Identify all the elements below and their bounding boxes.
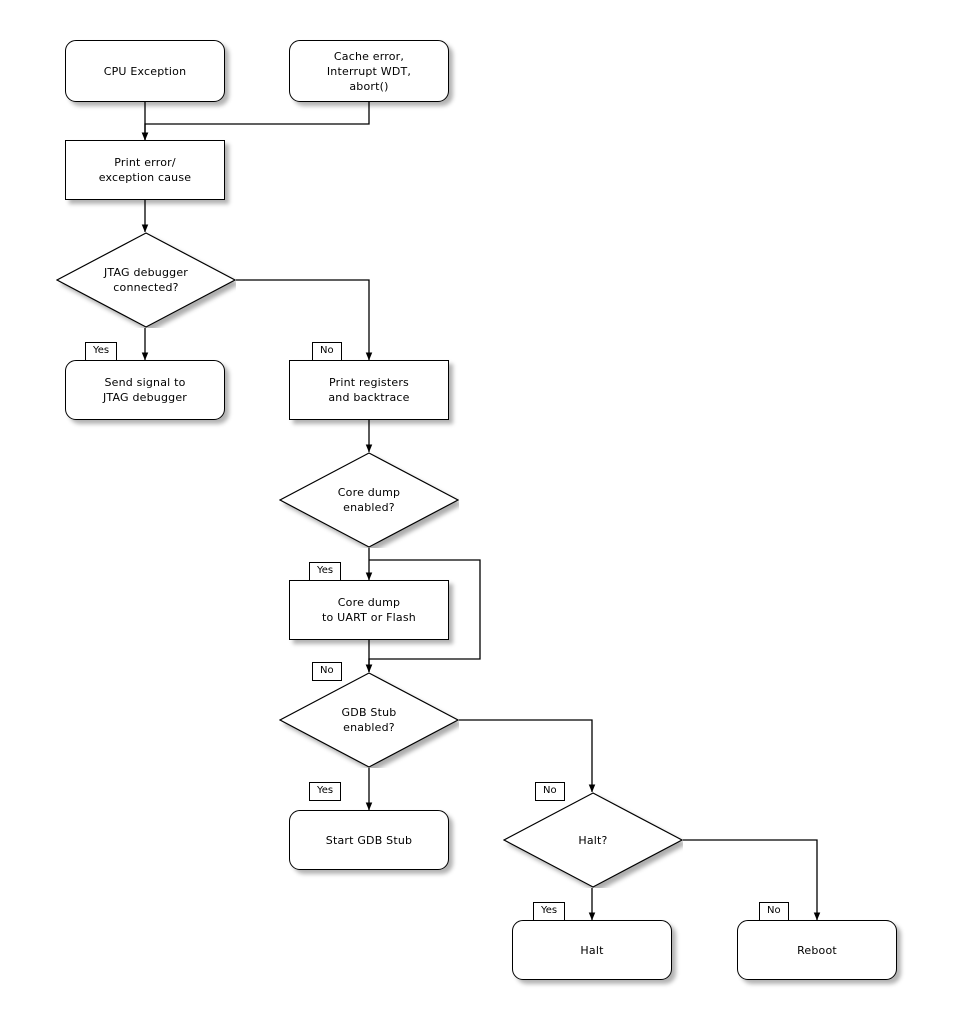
node-label-start_gdb_stub: Start GDB Stub bbox=[325, 833, 413, 847]
node-halt_decision: Halt? bbox=[503, 792, 683, 888]
node-cache_error: Cache error, Interrupt WDT, abort() bbox=[289, 40, 449, 102]
node-label-halt_decision: Halt? bbox=[578, 833, 608, 847]
edge-e-cache-to-print bbox=[141, 102, 370, 141]
edge-e-halt-no bbox=[683, 839, 821, 921]
edge-label-halt_yes: Yes bbox=[533, 902, 566, 921]
edge-e-gdb-no bbox=[459, 719, 596, 793]
node-reboot: Reboot bbox=[737, 920, 897, 980]
edge-label-jtag_no: No bbox=[312, 342, 342, 361]
node-label-cache_error: Cache error, Interrupt WDT, abort() bbox=[326, 49, 412, 93]
edge-label-jtag_yes: Yes bbox=[85, 342, 118, 361]
node-gdb_stub_enabled: GDB Stub enabled? bbox=[279, 672, 459, 768]
edge-label-gdbstub_yes: Yes bbox=[309, 782, 342, 801]
edge-e-jtag-no bbox=[236, 279, 373, 361]
node-jtag_connected: JTAG debugger connected? bbox=[56, 232, 236, 328]
edge-label-halt_no: No bbox=[759, 902, 789, 921]
node-send_signal: Send signal to JTAG debugger bbox=[65, 360, 225, 420]
edge-label-gdbstub_no: No bbox=[535, 782, 565, 801]
node-label-core_dump_enabled: Core dump enabled? bbox=[337, 486, 401, 514]
node-label-halt: Halt bbox=[580, 943, 604, 957]
node-label-print_error: Print error/ exception cause bbox=[98, 156, 192, 184]
node-cpu_exception: CPU Exception bbox=[65, 40, 225, 102]
node-label-print_registers: Print registers and backtrace bbox=[328, 376, 410, 404]
node-core_dump_enabled: Core dump enabled? bbox=[279, 452, 459, 548]
diamond-shape bbox=[56, 232, 236, 328]
node-label-cpu_exception: CPU Exception bbox=[103, 64, 187, 78]
diamond-shape bbox=[279, 452, 459, 548]
node-label-core_dump_write: Core dump to UART or Flash bbox=[322, 596, 416, 624]
node-label-send_signal: Send signal to JTAG debugger bbox=[102, 376, 188, 404]
node-halt: Halt bbox=[512, 920, 672, 980]
node-label-gdb_stub_enabled: GDB Stub enabled? bbox=[341, 706, 397, 734]
diamond-shape bbox=[503, 792, 683, 888]
node-print_error: Print error/ exception cause bbox=[65, 140, 225, 200]
node-core_dump_write: Core dump to UART or Flash bbox=[289, 580, 449, 640]
edge-label-coredump_no: No bbox=[312, 662, 342, 681]
edge-label-coredump_yes: Yes bbox=[309, 562, 342, 581]
diamond-shape bbox=[279, 672, 459, 768]
node-label-reboot: Reboot bbox=[797, 943, 837, 957]
node-start_gdb_stub: Start GDB Stub bbox=[289, 810, 449, 870]
node-print_registers: Print registers and backtrace bbox=[289, 360, 449, 420]
node-label-jtag_connected: JTAG debugger connected? bbox=[103, 266, 189, 294]
